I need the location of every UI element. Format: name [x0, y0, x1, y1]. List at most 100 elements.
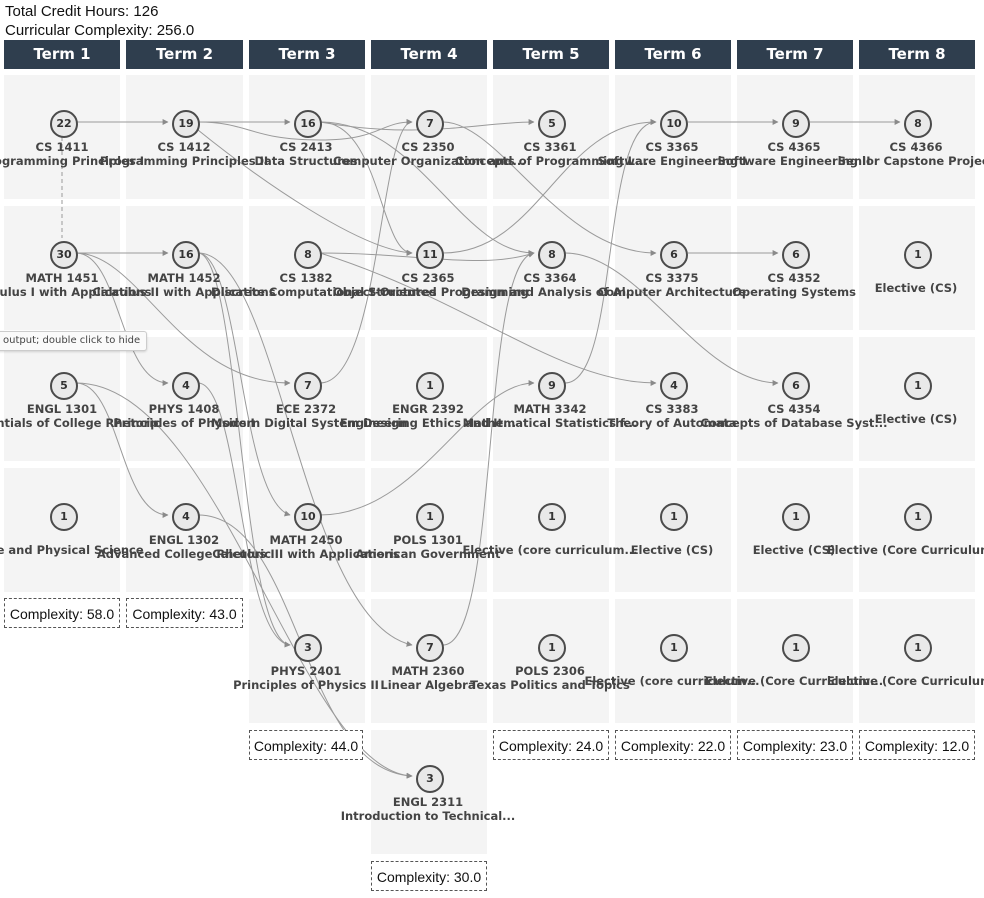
- term1-complexity: Complexity: 58.0: [4, 598, 120, 628]
- course-node[interactable]: 4: [660, 372, 688, 400]
- course-node[interactable]: 22: [50, 110, 78, 138]
- term5-complexity: Complexity: 24.0: [493, 730, 609, 760]
- course-node[interactable]: 6: [782, 372, 810, 400]
- course-name: Principles of Physics II: [233, 678, 379, 692]
- course-code: CS 4354: [767, 402, 821, 416]
- course-name: Elective (CS): [752, 543, 836, 557]
- link: [442, 250, 535, 646]
- link: [197, 252, 291, 648]
- course-name: Operating Systems: [732, 285, 856, 299]
- course-node[interactable]: 10: [294, 503, 322, 531]
- course-node[interactable]: 1: [538, 503, 566, 531]
- curricular-complexity: Curricular Complexity: 256.0: [5, 22, 195, 39]
- course-node[interactable]: 1: [782, 503, 810, 531]
- course-node[interactable]: 8: [538, 241, 566, 269]
- course-code: CS 2413: [279, 140, 333, 154]
- course-node[interactable]: 6: [660, 241, 688, 269]
- link: [564, 119, 657, 384]
- term-header-6: Term 6: [615, 40, 731, 69]
- course-code: CS 2350: [401, 140, 455, 154]
- course-name: Software Engineering I: [597, 154, 747, 168]
- course-name: Principles of Physics I: [113, 416, 255, 430]
- course-name: Elective (CS): [630, 543, 714, 557]
- course-name: Concepts of Database Syst...: [700, 416, 888, 430]
- course-node[interactable]: 1: [904, 241, 932, 269]
- course-node[interactable]: 1: [660, 503, 688, 531]
- course-node[interactable]: 30: [50, 241, 78, 269]
- course-name: Programming Principles I: [0, 154, 145, 168]
- course-code: MATH 2360: [391, 664, 465, 678]
- link: [197, 129, 413, 256]
- course-code: ECE 2372: [275, 402, 337, 416]
- course-code: CS 4352: [767, 271, 821, 285]
- link: [319, 119, 535, 131]
- course-node[interactable]: 1: [904, 634, 932, 662]
- course-code: MATH 1451: [25, 271, 99, 285]
- course-name: Elective (CS): [874, 412, 958, 426]
- link: [197, 382, 291, 648]
- course-node[interactable]: 8: [294, 241, 322, 269]
- course-node[interactable]: 4: [172, 372, 200, 400]
- course-code: MATH 2450: [269, 533, 343, 547]
- course-node[interactable]: 1: [782, 634, 810, 662]
- link: [75, 252, 169, 386]
- term-header-3: Term 3: [249, 40, 365, 69]
- course-node[interactable]: 4: [172, 503, 200, 531]
- course-node[interactable]: 7: [294, 372, 322, 400]
- output-hide-tooltip[interactable]: output; double click to hide: [0, 331, 148, 351]
- term-header-4: Term 4: [371, 40, 487, 69]
- course-code: CS 4366: [889, 140, 943, 154]
- course-node[interactable]: 16: [294, 110, 322, 138]
- link: [442, 119, 657, 254]
- course-node[interactable]: 1: [904, 503, 932, 531]
- course-node[interactable]: 6: [782, 241, 810, 269]
- course-name: Elective (Core Curriculum...: [826, 674, 984, 688]
- course-node[interactable]: 19: [172, 110, 200, 138]
- course-name: Calculus III with Applications: [212, 547, 400, 561]
- course-node[interactable]: 10: [660, 110, 688, 138]
- course-code: ENGR 2392: [392, 402, 464, 416]
- course-node[interactable]: 1: [416, 503, 444, 531]
- course-name: Data Structures: [254, 154, 358, 168]
- course-name: Elective (core curriculum...: [584, 674, 760, 688]
- course-node[interactable]: 5: [50, 372, 78, 400]
- course-name: Calculus I with Applications: [0, 285, 152, 299]
- course-name: Programming Principles II: [99, 154, 269, 168]
- course-node[interactable]: 9: [538, 372, 566, 400]
- course-code: CS 3364: [523, 271, 577, 285]
- course-name: Calculus II with Applications: [92, 285, 276, 299]
- course-node[interactable]: 5: [538, 110, 566, 138]
- course-code: ENGL 1302: [148, 533, 220, 547]
- link: [564, 252, 779, 386]
- term-header-8: Term 8: [859, 40, 975, 69]
- course-node[interactable]: 8: [904, 110, 932, 138]
- link: [197, 252, 413, 647]
- course-name: Essentials of College Rhetoric: [0, 416, 161, 430]
- course-node[interactable]: 9: [782, 110, 810, 138]
- course-node[interactable]: 1: [660, 634, 688, 662]
- course-code: PHYS 1408: [148, 402, 220, 416]
- term-header-5: Term 5: [493, 40, 609, 69]
- link: [442, 121, 657, 256]
- course-node[interactable]: 3: [416, 765, 444, 793]
- link: [319, 121, 535, 256]
- course-node[interactable]: 7: [416, 634, 444, 662]
- course-node[interactable]: 1: [416, 372, 444, 400]
- course-code: ENGL 1301: [26, 402, 98, 416]
- course-name: Introduction to Technical...: [340, 809, 516, 823]
- course-node[interactable]: 1: [538, 634, 566, 662]
- link: [75, 252, 291, 386]
- course-node[interactable]: 3: [294, 634, 322, 662]
- course-node[interactable]: 1: [50, 503, 78, 531]
- course-node[interactable]: 11: [416, 241, 444, 269]
- course-node[interactable]: 16: [172, 241, 200, 269]
- link: [319, 119, 413, 384]
- course-node[interactable]: 7: [416, 110, 444, 138]
- course-code: CS 1412: [157, 140, 211, 154]
- course-name: Advanced College Rhetoric: [96, 547, 272, 561]
- course-code: CS 3375: [645, 271, 699, 285]
- course-code: CS 2365: [401, 271, 455, 285]
- term-header-2: Term 2: [126, 40, 243, 69]
- course-node[interactable]: 1: [904, 372, 932, 400]
